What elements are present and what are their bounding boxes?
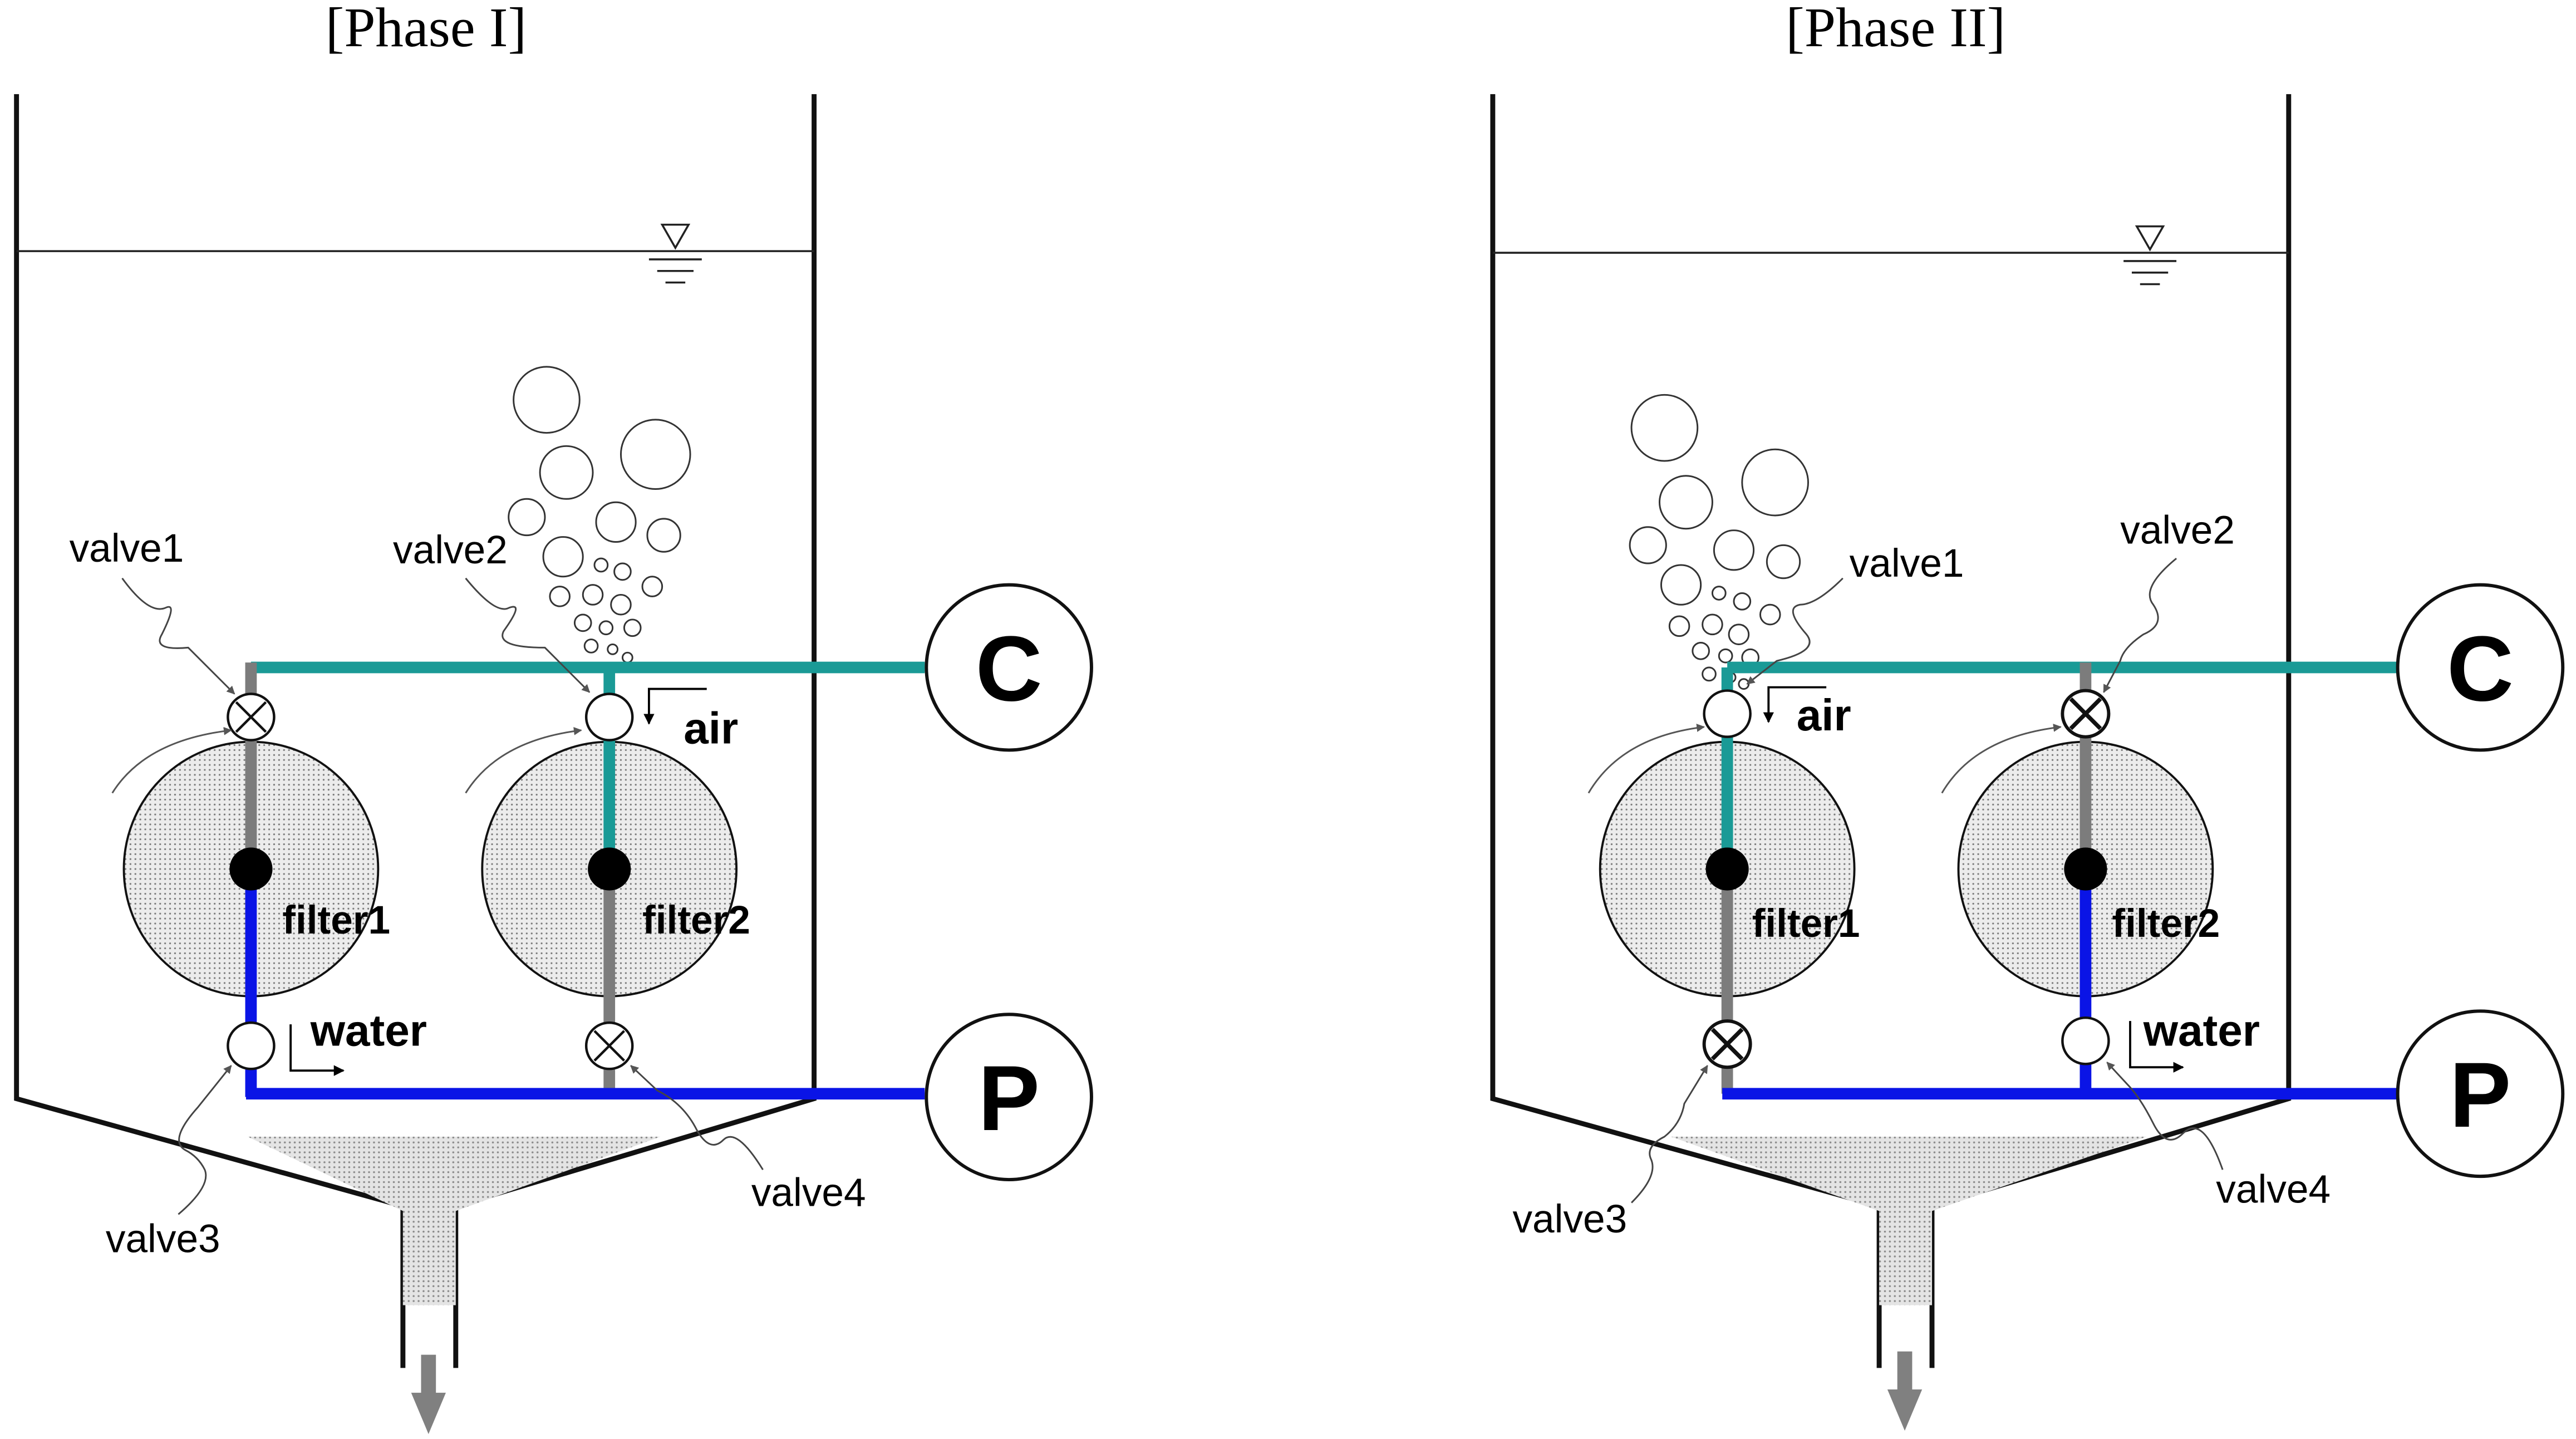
phase2-pump-label: P [2450, 1044, 2511, 1147]
rotation-arrow-icon [465, 727, 582, 794]
phase1-valve2-label: valve2 [393, 528, 508, 572]
closed-valve-icon [584, 1021, 634, 1070]
discharge-arrow-icon [1887, 1351, 1923, 1431]
phase2-compressor [2396, 583, 2565, 752]
open-valve-icon [2061, 1016, 2110, 1065]
phase2-valve2-label: valve2 [2120, 508, 2235, 552]
flow-arrow-icon [289, 1024, 345, 1076]
phase1-valve1-label: valve1 [70, 527, 184, 571]
water-level-icon [2123, 225, 2177, 286]
phase1-valve3-label: valve3 [106, 1217, 220, 1261]
rotation-arrow-icon [1587, 724, 1705, 794]
phase2-air-label: air [1797, 690, 1851, 740]
phase2-panel: [Phase II] [1490, 0, 2565, 1431]
phase2-filter2-label: filter2 [2112, 902, 2220, 946]
phase1-pump [925, 1013, 1093, 1182]
air-bubbles-icon [1629, 394, 1809, 690]
rotation-arrow-icon [1941, 724, 2062, 794]
phase2-valve3-leader [1631, 1064, 1708, 1204]
phase2-sludge [1671, 1136, 2147, 1305]
closed-valve-icon [227, 693, 276, 741]
phase2-valve4-leader [2106, 1062, 2224, 1170]
flow-arrow-icon [2129, 1021, 2184, 1073]
flow-arrow-icon [1763, 686, 1827, 723]
phase1-compressor-label: C [976, 617, 1043, 720]
phase2-pump [2396, 1009, 2565, 1178]
phase1-filter2-hub [588, 847, 631, 891]
phase1-filter1-hub [229, 847, 273, 891]
phase1-pump-label: P [978, 1047, 1040, 1150]
phase1-compressor [925, 583, 1093, 752]
phase2-filter1-label: filter1 [1752, 902, 1860, 946]
water-level-icon [648, 223, 702, 284]
open-valve-icon [227, 1021, 276, 1070]
closed-valve-icon [1702, 1019, 1752, 1069]
phase1-valve3-leader [178, 1065, 232, 1215]
phase2-water-label: water [2143, 1005, 2260, 1055]
phase2-compressor-label: C [2447, 617, 2514, 720]
phase1-panel: [Phase I] [14, 0, 1093, 1435]
flow-arrow-icon [643, 687, 707, 725]
closed-valve-icon [2061, 689, 2111, 739]
phase1-sludge [248, 1136, 661, 1305]
phase2-valve3-label: valve3 [1512, 1197, 1627, 1241]
discharge-arrow-icon [411, 1354, 446, 1435]
phase2-title: [Phase II] [1786, 0, 2005, 58]
phase2-valve4-label: valve4 [2216, 1168, 2331, 1212]
phase1-valve2-leader [465, 577, 591, 693]
phase1-air-label: air [684, 703, 738, 753]
phase1-valve4-label: valve4 [751, 1171, 866, 1215]
air-bubbles-icon [508, 366, 691, 664]
phase2-filter2-hub [2064, 847, 2107, 891]
phase1-water-label: water [310, 1005, 427, 1055]
rotation-arrow-icon [111, 726, 232, 794]
phase2-valve1-leader [1746, 577, 1843, 685]
phase1-title: [Phase I] [326, 0, 527, 58]
phase2-valve1-label: valve1 [1850, 542, 1964, 586]
open-valve-icon [1703, 689, 1752, 738]
phase1-valve4-leader [630, 1065, 764, 1171]
phase1-valve1-leader [121, 577, 235, 695]
phase2-filter1-hub [1705, 847, 1749, 891]
phase1-filter1-label: filter1 [282, 898, 390, 942]
phase2-valve2-leader [2103, 557, 2177, 693]
open-valve-icon [584, 693, 634, 741]
phase1-filter2-label: filter2 [642, 898, 750, 942]
